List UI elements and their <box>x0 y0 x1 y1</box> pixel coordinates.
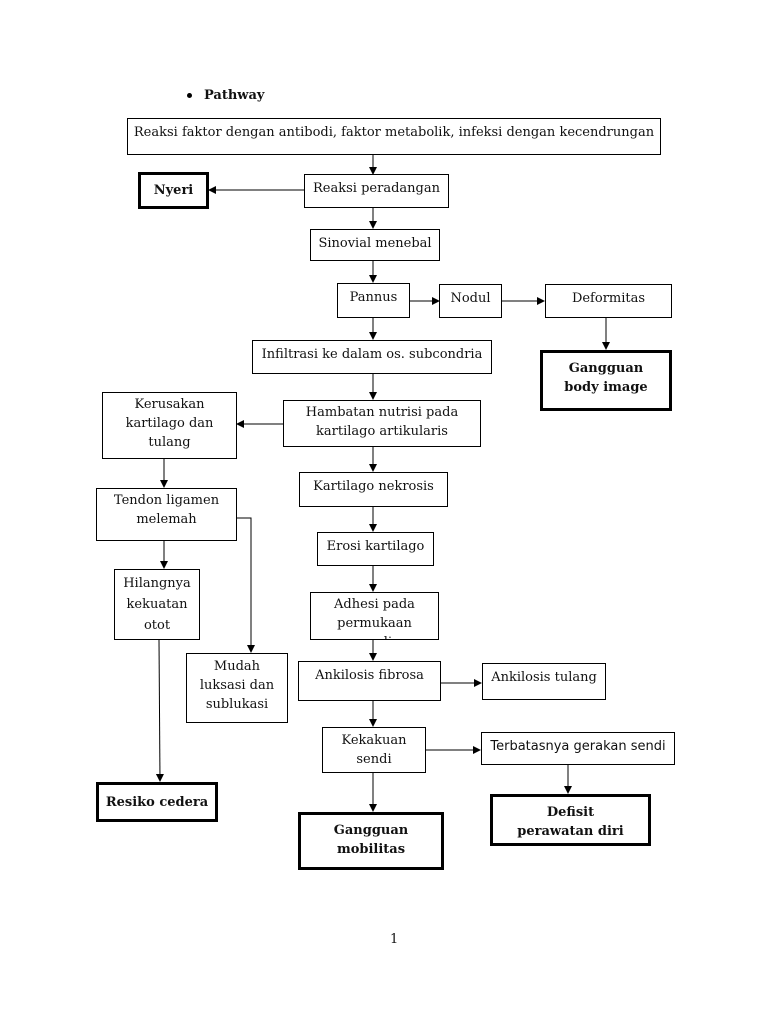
node-reaksi-peradangan: Reaksi peradangan <box>304 174 449 208</box>
arrow-tendon-mudah <box>237 517 255 653</box>
node-kerusakan: Kerusakan kartilago dan tulang <box>102 392 237 459</box>
node-gangguan-mobilitas: Gangguan mobilitas <box>298 812 444 870</box>
node-terbatasnya: Terbatasnya gerakan sendi <box>481 732 675 765</box>
node-gangguan-body-image: Gangguan body image <box>540 350 672 411</box>
node-sinovial: Sinovial menebal <box>310 229 440 261</box>
node-defisit: Defisit perawatan diri <box>490 794 651 846</box>
node-reaksi-faktor: Reaksi faktor dengan antibodi, faktor me… <box>127 118 661 155</box>
node-kekakuan: Kekakuan sendi <box>322 727 426 773</box>
arrow-hilangnya-resiko <box>155 639 164 782</box>
node-ankilosis-tulang: Ankilosis tulang <box>482 663 606 700</box>
pathway-title: Pathway <box>204 88 265 103</box>
node-infiltrasi: Infiltrasi ke dalam os. subcondria <box>252 340 492 374</box>
node-pannus: Pannus <box>337 283 410 318</box>
node-ankilosis-fibrosa: Ankilosis fibrosa <box>298 661 441 701</box>
node-hambatan: Hambatan nutrisi pada kartilago artikula… <box>283 400 481 447</box>
node-hilangnya: Hilangnya kekuatan otot <box>114 569 200 640</box>
node-kartilago-nekrosis: Kartilago nekrosis <box>299 472 448 507</box>
node-nodul: Nodul <box>439 284 502 318</box>
node-tendon: Tendon ligamen melemah <box>96 488 237 541</box>
node-mudah: Mudah luksasi dan sublukasi <box>186 653 288 723</box>
node-resiko-cedera: Resiko cedera <box>96 782 218 822</box>
node-nyeri: Nyeri <box>138 172 209 209</box>
node-deformitas: Deformitas <box>545 284 672 318</box>
pathway-heading: Pathway <box>187 88 264 103</box>
node-erosi: Erosi kartilago <box>317 532 434 566</box>
node-adhesi: Adhesi pada permukaan sendi <box>310 592 439 640</box>
bullet-icon <box>187 93 192 98</box>
page-number: 1 <box>390 932 399 947</box>
